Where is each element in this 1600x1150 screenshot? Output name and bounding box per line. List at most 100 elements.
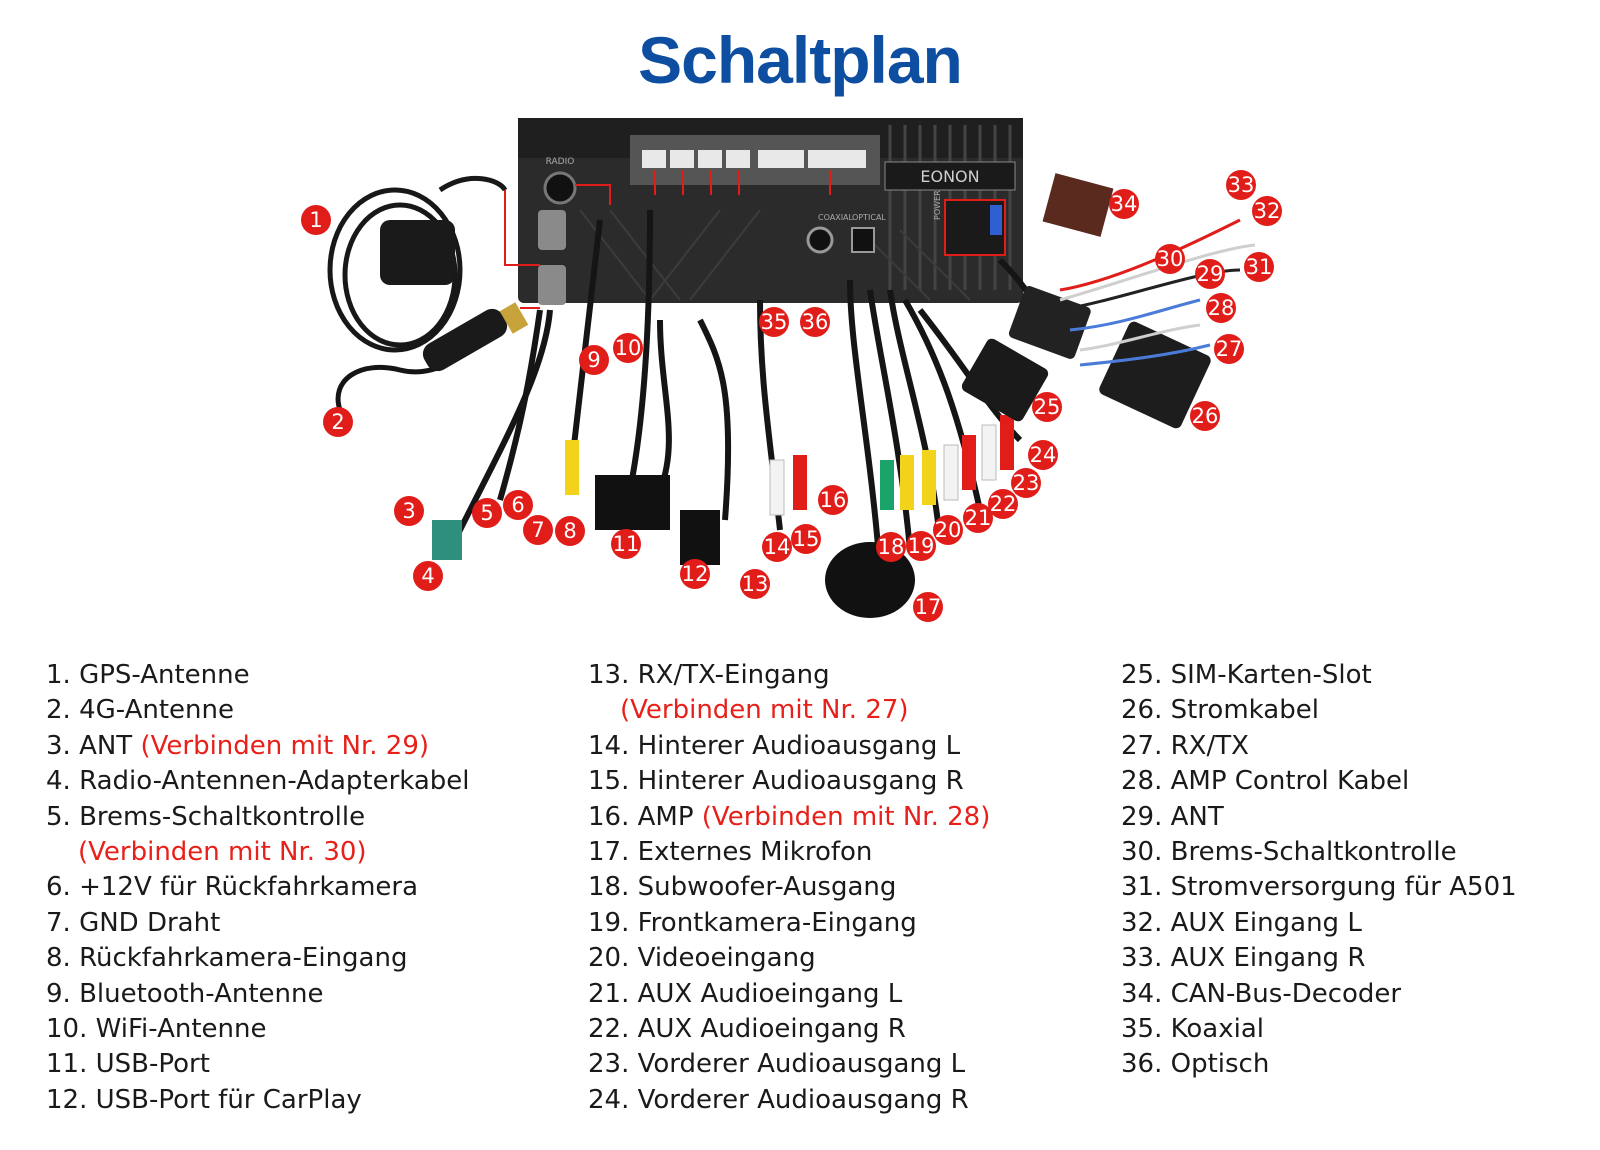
legend-item-label: 4. Radio-Antennen-Adapterkabel — [46, 766, 470, 797]
badge-30: 30 — [1155, 244, 1185, 274]
legend-item: 29. ANT — [1121, 800, 1517, 835]
usb-connector — [628, 475, 670, 530]
svg-text:3: 3 — [402, 499, 415, 523]
badge-33: 33 — [1226, 170, 1256, 200]
legend-item: 2. 4G-Antenne — [46, 693, 470, 728]
badge-13: 13 — [740, 569, 770, 599]
svg-text:12: 12 — [682, 562, 709, 586]
legend-item-label: 6. +12V für Rückfahrkamera — [46, 872, 419, 903]
badge-28: 28 — [1206, 293, 1236, 323]
legend-item-label: 35. Koaxial — [1121, 1013, 1264, 1044]
svg-text:30: 30 — [1157, 247, 1184, 271]
svg-text:31: 31 — [1246, 255, 1273, 279]
badge-24: 24 — [1028, 440, 1058, 470]
legend-item-label: 11. USB-Port — [46, 1049, 210, 1080]
legend-item: 13. RX/TX-Eingang — [588, 658, 990, 693]
legend-item-label: 20. Videoeingang — [588, 943, 816, 974]
svg-text:28: 28 — [1208, 296, 1235, 320]
badge-5: 5 — [472, 498, 502, 528]
svg-text:15: 15 — [793, 527, 820, 551]
power-plug — [1099, 321, 1211, 429]
legend-item: 14. Hinterer Audioausgang L — [588, 729, 990, 764]
svg-text:25: 25 — [1034, 395, 1061, 419]
badge-14: 14 — [762, 532, 792, 562]
legend-item-label: 15. Hinterer Audioausgang R — [588, 766, 964, 797]
legend-item: 34. CAN-Bus-Decoder — [1121, 977, 1517, 1012]
legend-item-note: (Verbinden mit Nr. 28) — [701, 801, 991, 832]
legend-item: 11. USB-Port — [46, 1047, 470, 1082]
legend-item: 9. Bluetooth-Antenne — [46, 977, 470, 1012]
legend-item: 21. AUX Audioeingang L — [588, 977, 990, 1012]
legend-item-label: 23. Vorderer Audioausgang L — [588, 1049, 966, 1080]
badge-32: 32 — [1252, 196, 1282, 226]
legend-item: 25. SIM-Karten-Slot — [1121, 658, 1517, 693]
legend-item: (Verbinden mit Nr. 27) — [588, 693, 990, 728]
legend-item-note: (Verbinden mit Nr. 30) — [78, 836, 367, 867]
legend-item-label: 5. Brems-Schaltkontrolle — [46, 801, 366, 832]
badge-36: 36 — [800, 307, 830, 337]
badge-22: 22 — [988, 489, 1018, 519]
legend-item: 24. Vorderer Audioausgang R — [588, 1083, 990, 1118]
svg-text:4: 4 — [421, 564, 434, 588]
legend-item-label: 33. AUX Eingang R — [1121, 943, 1366, 974]
legend-item-label: 29. ANT — [1121, 801, 1224, 832]
badge-1: 1 — [301, 205, 331, 235]
badge-10: 10 — [613, 333, 643, 363]
legend-item-note: (Verbinden mit Nr. 29) — [140, 730, 430, 761]
4g-antenna — [335, 302, 529, 411]
port-label-coaxial: COAXIAL — [818, 213, 854, 222]
badge-7: 7 — [523, 515, 553, 545]
svg-text:26: 26 — [1192, 404, 1219, 428]
svg-text:33: 33 — [1228, 173, 1255, 197]
svg-text:29: 29 — [1197, 262, 1224, 286]
legend-item-label: 22. AUX Audioeingang R — [588, 1013, 906, 1044]
legend-item-label: 18. Subwoofer-Ausgang — [588, 872, 897, 903]
port-label-radio: RADIO — [546, 157, 575, 167]
badge-2: 2 — [323, 407, 353, 437]
legend-item: 26. Stromkabel — [1121, 693, 1517, 728]
legend-item: 35. Koaxial — [1121, 1012, 1517, 1047]
svg-text:9: 9 — [587, 348, 600, 372]
port-label-power: POWER — [933, 190, 942, 220]
legend-item-label: 17. Externes Mikrofon — [588, 836, 873, 867]
legend-item: 7. GND Draht — [46, 906, 470, 941]
svg-text:34: 34 — [1111, 192, 1138, 216]
svg-text:13: 13 — [742, 572, 769, 596]
badge-27: 27 — [1214, 334, 1244, 364]
legend-item: 23. Vorderer Audioausgang L — [588, 1047, 990, 1082]
legend-item-note: (Verbinden mit Nr. 27) — [620, 695, 909, 726]
svg-text:19: 19 — [908, 534, 935, 558]
badge-9: 9 — [579, 345, 609, 375]
legend-item: 31. Stromversorgung für A501 — [1121, 870, 1517, 905]
svg-text:10: 10 — [615, 336, 642, 360]
legend-item: 17. Externes Mikrofon — [588, 835, 990, 870]
svg-text:14: 14 — [764, 535, 791, 559]
legend-item-label: 31. Stromversorgung für A501 — [1121, 872, 1517, 903]
legend-item: 1. GPS-Antenne — [46, 658, 470, 693]
svg-text:16: 16 — [820, 488, 847, 512]
badge-12: 12 — [680, 559, 710, 589]
radio-antenna-adapter — [432, 520, 462, 560]
svg-text:5: 5 — [480, 501, 493, 525]
legend-item-label: 25. SIM-Karten-Slot — [1121, 660, 1372, 690]
badge-8: 8 — [555, 516, 585, 546]
legend-item-label: 32. AUX Eingang L — [1121, 907, 1362, 938]
legend-item-label: 2. 4G-Antenne — [46, 695, 234, 726]
legend-item: 10. WiFi-Antenne — [46, 1012, 470, 1047]
page-title: Schaltplan — [638, 23, 963, 97]
legend-item: 16. AMP (Verbinden mit Nr. 28) — [588, 800, 990, 835]
badge-26: 26 — [1190, 401, 1220, 431]
usb-carplay-connector — [680, 510, 720, 565]
legend-item-label: 28. AMP Control Kabel — [1121, 766, 1410, 797]
leader-lines — [504, 170, 831, 309]
legend-item-label: 3. ANT — [46, 730, 133, 761]
legend-item-label: 27. RX/TX — [1121, 730, 1249, 761]
legend-item: (Verbinden mit Nr. 30) — [46, 835, 470, 870]
badge-17: 17 — [913, 592, 943, 622]
badge-31: 31 — [1244, 252, 1274, 282]
legend-item: 32. AUX Eingang L — [1121, 906, 1517, 941]
svg-text:8: 8 — [563, 519, 576, 543]
sim-module — [961, 338, 1049, 422]
